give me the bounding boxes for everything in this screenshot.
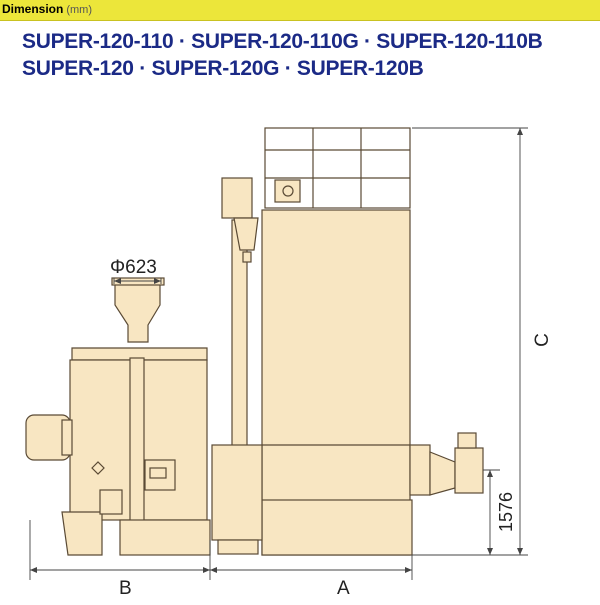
hopper [114,282,161,343]
dryer-base [261,499,413,556]
header-unit: (mm) [66,4,92,16]
elevator-head [221,177,253,219]
dryer-tower [261,209,411,556]
right-blower-cone [429,451,456,496]
discharge-chute [61,511,103,556]
diameter-label: Φ623 [110,257,157,278]
left-base [119,519,211,556]
top-railing [264,127,411,209]
width-b-label: B [119,578,132,599]
model-list: SUPER-120-110 · SUPER-120-110G · SUPER-1… [22,28,543,82]
cyclone [233,217,259,251]
header-bar: Dimension(mm) [0,0,600,21]
right-blower-box [409,444,431,496]
burner-housing [211,444,263,541]
height-c-label: C [532,333,553,347]
header-title: Dimension [2,2,64,16]
model-line-1: SUPER-120-110 · SUPER-120-110G · SUPER-1… [22,30,543,53]
height-1576-label: 1576 [496,492,516,532]
model-line-2: SUPER-120 · SUPER-120G · SUPER-120B [22,57,424,80]
header-label: Dimension(mm) [2,2,92,16]
width-a-label: A [337,578,350,599]
